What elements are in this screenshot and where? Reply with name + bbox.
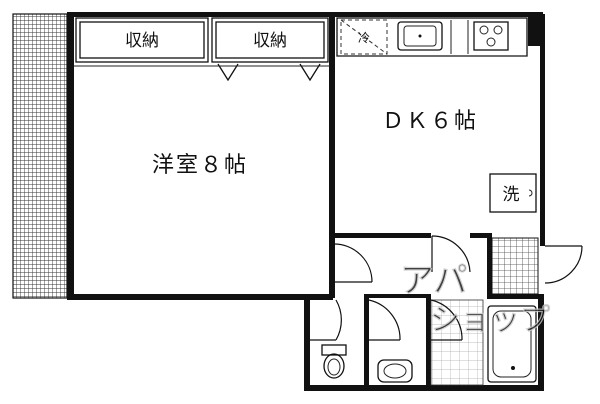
fridge-label: 冷 <box>358 31 370 45</box>
kitchen-counter: 冷 <box>336 17 528 57</box>
washer-space: 洗 <box>489 173 537 213</box>
closet-left-label: 収納 <box>125 31 159 51</box>
balcony <box>12 13 68 299</box>
dk-label: ＤＫ６帖 <box>382 109 478 134</box>
walls <box>67 12 545 391</box>
bathtub-icon <box>487 305 537 383</box>
watermark-line1: アパ <box>400 261 467 301</box>
toilet-icon <box>321 344 347 379</box>
washer-label: 洗 <box>503 185 520 205</box>
watermark-logo: アパ ショップ <box>399 260 550 338</box>
closet-door-marks <box>74 63 330 82</box>
western-room-label: 洋室８帖 <box>152 153 248 178</box>
washroom <box>368 299 413 383</box>
watermark-line2: ショップ <box>430 303 550 338</box>
closet-right: 収納 <box>211 17 329 63</box>
sink-icon <box>397 21 443 51</box>
washbasin-icon <box>377 359 413 383</box>
stove-icon <box>473 21 509 51</box>
bathroom <box>430 299 537 386</box>
toilet-room <box>310 299 347 379</box>
closet-left: 収納 <box>75 17 209 63</box>
closet-right-label: 収納 <box>253 31 287 51</box>
door-western-room <box>333 243 373 283</box>
front-door <box>544 245 583 284</box>
door-dk <box>431 235 471 273</box>
fridge-space: 冷 <box>340 19 388 55</box>
entrance-tiles <box>491 237 539 295</box>
